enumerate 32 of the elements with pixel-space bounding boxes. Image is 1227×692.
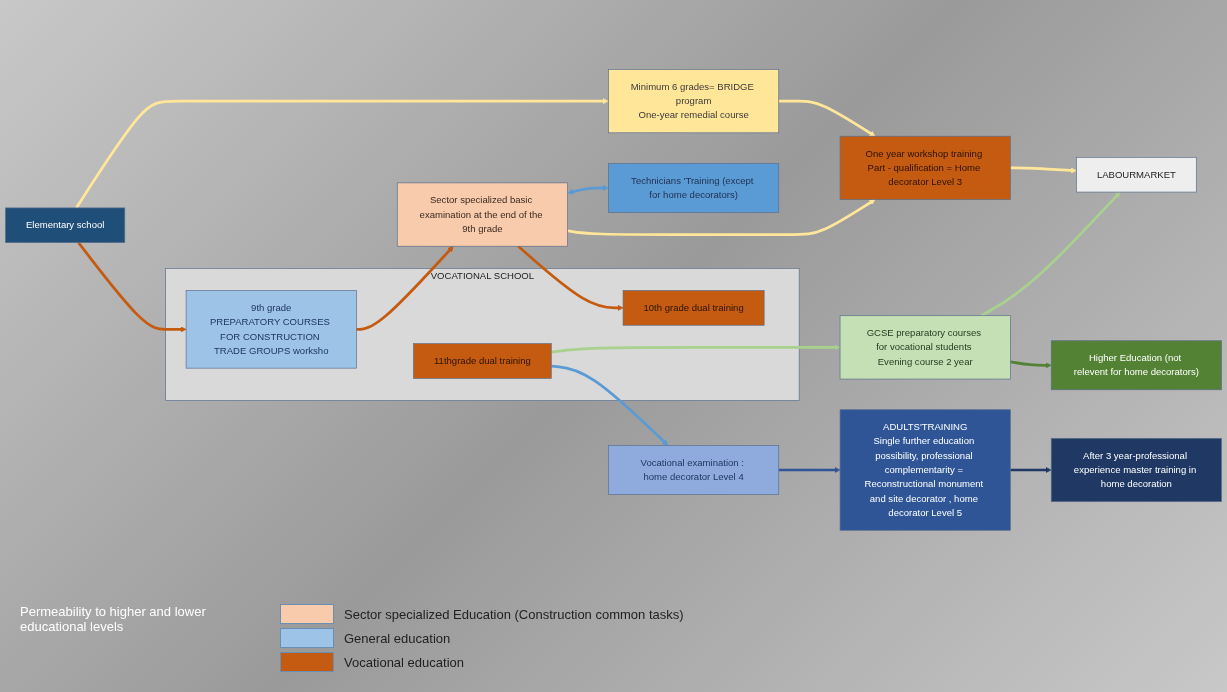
node-box: ADULTS'TRAINING Single further education possibility, professional complementarity = Reconstructional monument and site decorator , home decorator Level 5: [839, 409, 1011, 531]
node-box: LABOURMARKET: [1076, 157, 1197, 193]
arrow: [1010, 467, 1052, 474]
legend-label: Sector specialized Education (Construction common tasks): [344, 606, 684, 622]
arrow: [778, 99, 876, 137]
arrow: [551, 344, 841, 354]
node-box: Sector specialized basic examination at the end of the 9th grade: [396, 182, 568, 247]
node-box: After 3 year-professional experience master training in home decoration: [1050, 438, 1222, 503]
arrow: [77, 241, 187, 333]
arrow: [567, 199, 876, 237]
node-box: Vocational examination : home decorator Level 4: [608, 445, 780, 495]
node-box: GCSE preparatory courses for vocational students Evening course 2 year: [839, 315, 1011, 380]
note-text: Permeability to higher and lower educational levels: [20, 604, 207, 634]
node-box: One year workshop training Part - qualification = Home decorator Level 3: [839, 136, 1011, 200]
arrow: [778, 467, 841, 474]
arrow: [356, 246, 454, 331]
legend-label: General education: [344, 630, 451, 646]
node-box: 9th grade PREPARATORY COURSES FOR CONSTRUCTION TRADE GROUPS worksho: [185, 290, 357, 369]
arrow: [1010, 360, 1052, 369]
node-box: Minimum 6 grades= BRIDGE program One-year remedial course: [608, 69, 780, 134]
arrow: [75, 98, 609, 209]
node-box: 11thgrade dual training: [413, 343, 552, 379]
arrow: [517, 245, 624, 311]
legend-label: Vocational education: [344, 654, 464, 670]
arrow: [551, 364, 669, 446]
node-box: Technicians 'Training (except for home decorators): [608, 163, 780, 213]
arrow: [567, 185, 609, 195]
node-box: 10th grade dual training: [622, 290, 765, 326]
node-box: Higher Education (not relevent for home decorators): [1050, 340, 1222, 391]
arrow: [1010, 166, 1077, 174]
node-box: Elementary school: [5, 207, 126, 244]
arrow: [980, 191, 1121, 317]
